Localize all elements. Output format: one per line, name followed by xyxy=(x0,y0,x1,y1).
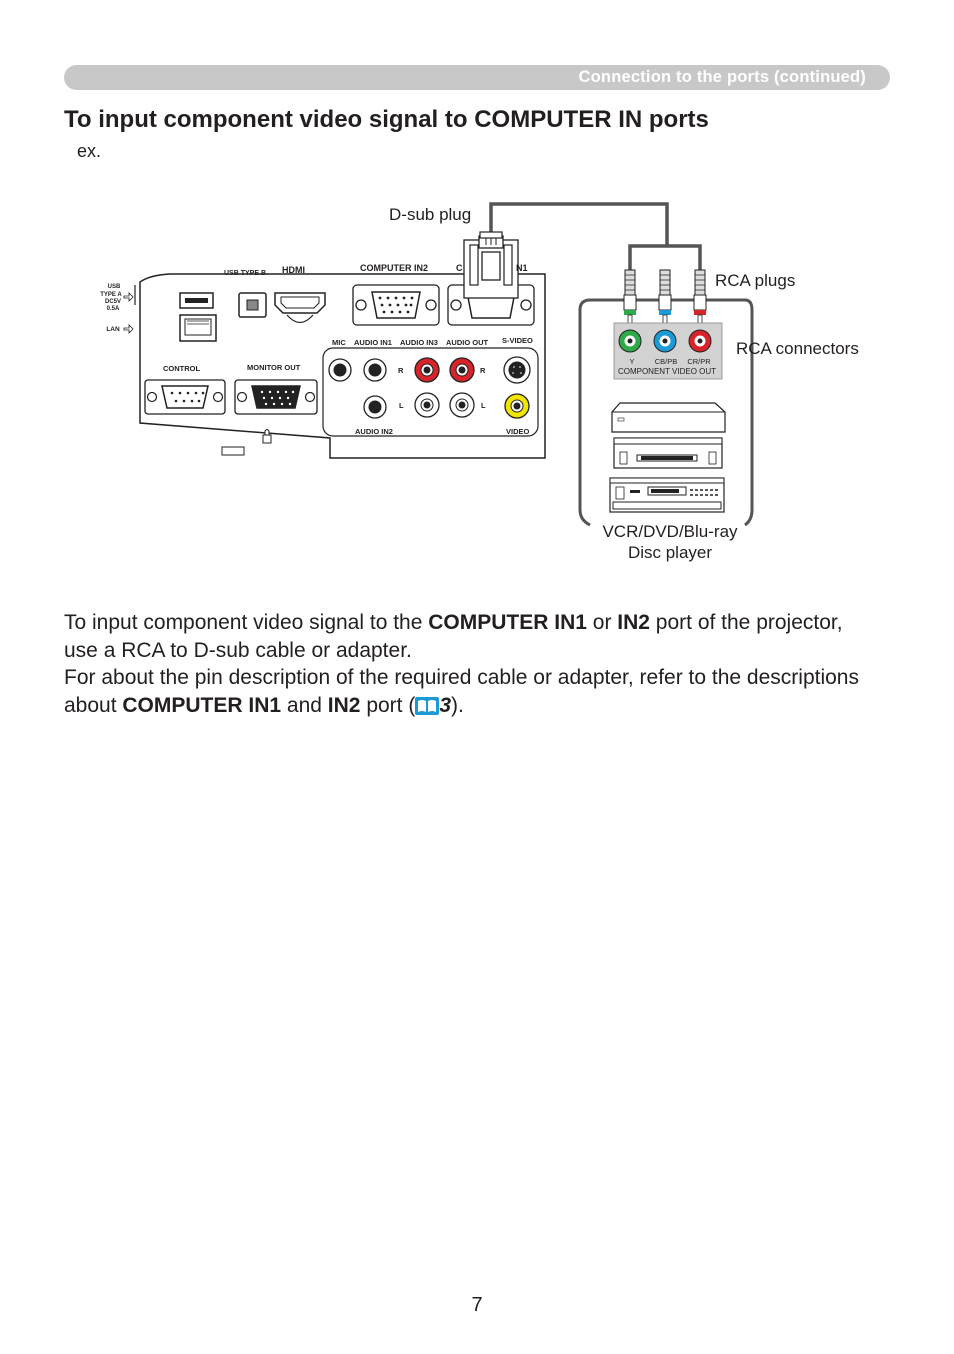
mic-label: MIC xyxy=(332,338,346,347)
usb-a-label-2: TYPE A xyxy=(100,292,122,298)
paragraph-1: To input component video signal to the C… xyxy=(64,609,864,664)
monitor-out-label: MONITOR OUT xyxy=(247,363,301,372)
component-video-out-panel: Y CB/PB CR/PR COMPONENT VIDEO OUT xyxy=(613,322,723,380)
book-reference-icon xyxy=(415,695,440,723)
bluray-device xyxy=(609,477,725,513)
rca-connectors-callout: RCA connectors xyxy=(736,339,859,358)
usb-a-label-4: 0.5A xyxy=(107,306,120,312)
video-label: VIDEO xyxy=(506,427,530,436)
section-header-text: Connection to the ports (continued) xyxy=(578,68,866,86)
usb-b-label: USB TYPE B xyxy=(224,270,266,277)
dsub-plug-callout: D-sub plug xyxy=(389,205,471,224)
connection-diagram: USB TYPE A DC5V 0.5A LAN USB TYPE B HDMI… xyxy=(100,202,859,562)
control-label: CONTROL xyxy=(163,364,200,373)
projector-panel xyxy=(123,231,546,459)
usb-a-label-1: USB xyxy=(108,284,121,290)
control-port xyxy=(144,379,226,415)
page-title: To input component video signal to COMPU… xyxy=(64,106,709,133)
rca-plug-red xyxy=(693,269,707,328)
section-header-bar: Connection to the ports (continued) xyxy=(64,65,890,90)
hdmi-label: HDMI xyxy=(282,265,305,275)
cables xyxy=(489,202,702,273)
rca-plugs xyxy=(623,269,707,328)
player-callout-line2: Disc player xyxy=(628,543,712,562)
p1-in2: IN2 xyxy=(617,611,650,634)
dvd-device xyxy=(613,437,723,469)
y-label: Y xyxy=(629,357,634,366)
cr-pr-label: CR/PR xyxy=(687,357,711,366)
rca-plugs-callout: RCA plugs xyxy=(715,271,795,290)
audio-in3-label: AUDIO IN3 xyxy=(400,338,438,347)
r-label-2: R xyxy=(480,366,486,375)
component-video-out-label: COMPONENT VIDEO OUT xyxy=(618,367,716,376)
audio-jacks xyxy=(322,347,539,437)
p2-text-a: For about the pin description of the req… xyxy=(64,666,859,717)
l-label-1: L xyxy=(399,401,404,410)
audio-in1-label: AUDIO IN1 xyxy=(354,338,392,347)
p2-computer-in1: COMPUTER IN1 xyxy=(122,693,282,717)
p2-text-e: port ( xyxy=(360,693,416,717)
audio-out-label: AUDIO OUT xyxy=(446,338,489,347)
example-label: ex. xyxy=(77,141,102,161)
computer-in1-label-right: N1 xyxy=(516,263,528,273)
cb-pb-label: CB/PB xyxy=(655,357,678,366)
p1-text-a: To input component video signal to the xyxy=(64,611,429,634)
computer-in2-port xyxy=(352,284,440,326)
player-callout-line1: VCR/DVD/Blu-ray xyxy=(602,522,738,541)
body-text: To input component video signal to the C… xyxy=(64,609,864,722)
paragraph-2: For about the pin description of the req… xyxy=(64,664,864,722)
p2-text-f: ). xyxy=(451,693,464,717)
usb-a-label-3: DC5V xyxy=(105,299,121,305)
monitor-out-port xyxy=(234,379,318,415)
reference-page-number[interactable]: 3 xyxy=(439,693,452,717)
r-label-1: R xyxy=(398,366,404,375)
rca-plug-blue xyxy=(658,269,672,328)
l-label-2: L xyxy=(481,401,486,410)
rca-plug-green xyxy=(623,269,637,328)
slot-icon xyxy=(221,446,245,456)
p1-text-e: port of the projector, use a RCA to D-su… xyxy=(64,611,843,662)
p2-text-c: and xyxy=(281,693,328,717)
lock-icon xyxy=(262,429,272,444)
computer-in1-label-left: C xyxy=(456,263,463,273)
hdmi-port xyxy=(274,292,326,314)
p1-text-c: or xyxy=(586,611,618,634)
lan-label: LAN xyxy=(106,326,120,333)
s-video-label: S-VIDEO xyxy=(502,336,533,345)
p2-in2: IN2 xyxy=(327,693,361,717)
vcr-device xyxy=(611,402,726,433)
audio-in2-label: AUDIO IN2 xyxy=(355,427,393,436)
computer-in2-label: COMPUTER IN2 xyxy=(360,263,428,273)
p1-computer-in1: COMPUTER IN1 xyxy=(428,611,587,634)
page-number: 7 xyxy=(471,1294,483,1316)
dsub-plug xyxy=(463,231,519,299)
